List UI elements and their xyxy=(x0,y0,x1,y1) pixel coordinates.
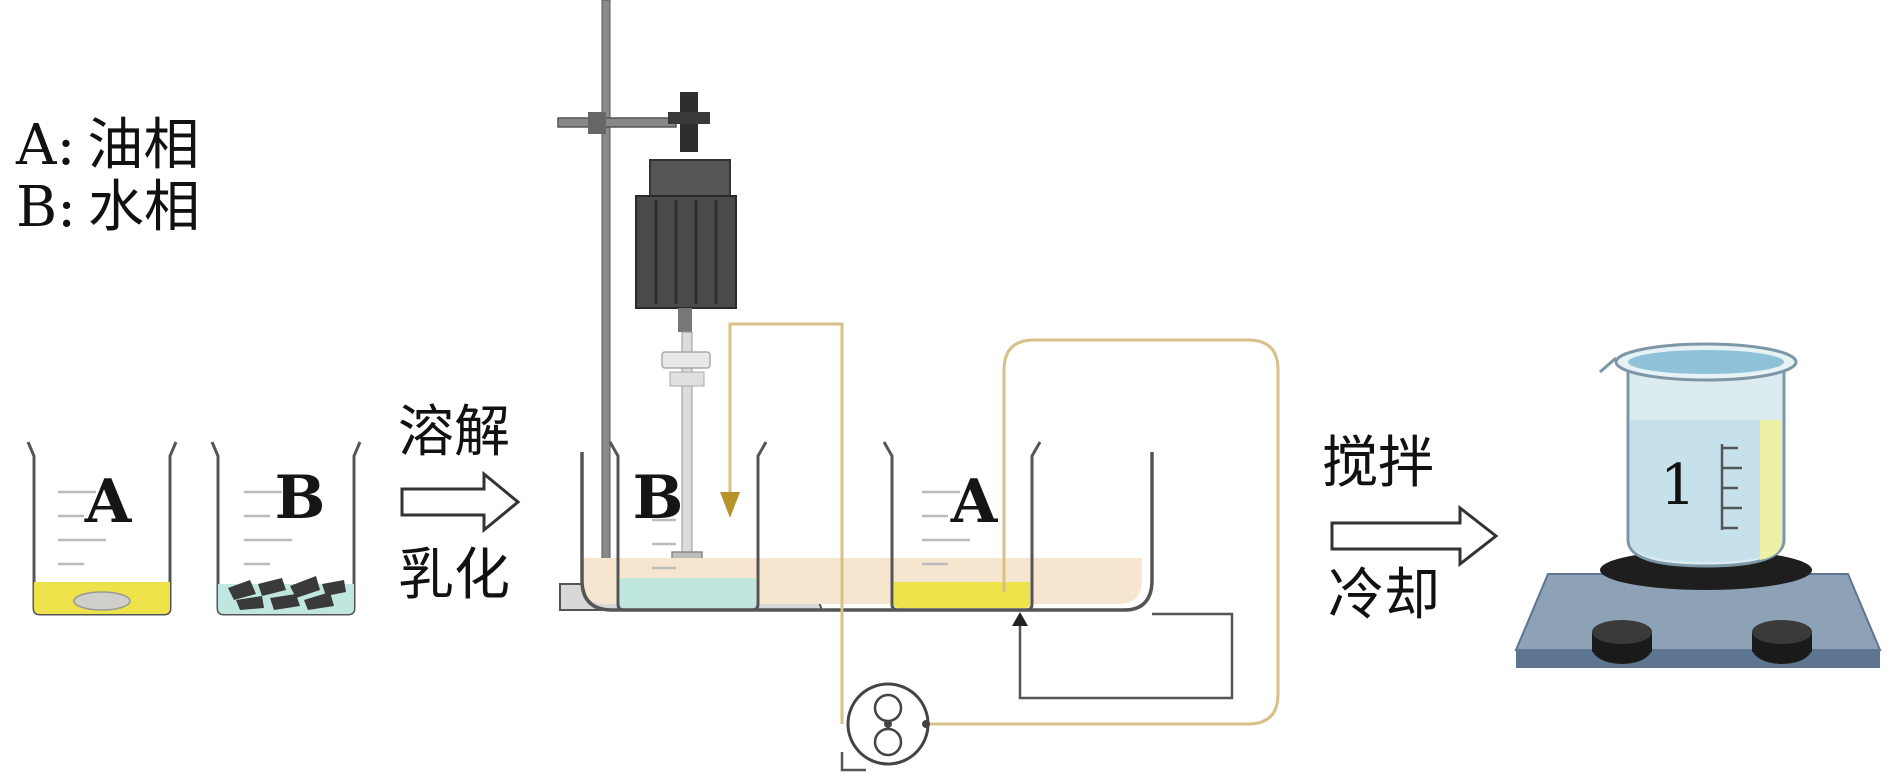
bath-wall xyxy=(580,452,1154,612)
legend-key: B xyxy=(16,175,58,240)
legend-text: 油相 xyxy=(87,113,200,178)
hot-plate xyxy=(1514,550,1882,668)
oil-particles xyxy=(73,591,131,611)
step2-label-stir: 搅拌 xyxy=(1322,431,1434,496)
flow-arrow-return xyxy=(1012,612,1028,626)
bath-beaker-b: B xyxy=(608,441,768,612)
legend-key: A xyxy=(16,113,57,178)
stirrer-knob xyxy=(668,112,710,124)
beaker-a-oil: A xyxy=(26,441,178,616)
flow-arrow-into-b xyxy=(720,492,740,518)
step1-label-dissolve: 溶解 xyxy=(398,400,510,465)
beaker-label: B xyxy=(633,463,684,533)
bath-beaker-a: A xyxy=(882,441,1042,612)
oil-liquid xyxy=(894,582,1030,608)
hot-plate-front xyxy=(1516,650,1880,668)
beaker-label: A xyxy=(950,467,999,537)
solid-flakes xyxy=(228,576,346,610)
step2-label-cool: 冷却 xyxy=(1328,563,1440,628)
final-beaker: 1 xyxy=(1599,342,1798,568)
clamp-knob xyxy=(588,112,606,134)
water-liquid xyxy=(620,578,756,608)
peristaltic-pump xyxy=(846,682,930,766)
beaker-number: 1 xyxy=(1660,453,1696,518)
legend-separator: : xyxy=(57,175,77,240)
final-liquid xyxy=(1630,420,1782,562)
legend-oil-phase: A:油相 xyxy=(16,118,199,174)
beaker-label: B xyxy=(275,463,326,533)
stirrer-motor-cap xyxy=(649,159,731,197)
legend-text: 水相 xyxy=(88,175,201,240)
circulation-tubing xyxy=(728,322,1280,772)
legend-separator: : xyxy=(56,113,76,178)
beaker-b-water: B xyxy=(210,441,362,616)
stirrer-coupling xyxy=(678,308,692,332)
step1-label-emulsify: 乳化 xyxy=(398,543,510,608)
process-arrow-1 xyxy=(400,470,521,534)
stirrer-motor xyxy=(635,195,737,309)
stand-clamp-arm xyxy=(557,117,677,128)
beaker-label: A xyxy=(84,467,133,537)
process-arrow-2 xyxy=(1330,504,1499,568)
legend-water-phase: B:水相 xyxy=(16,180,200,236)
